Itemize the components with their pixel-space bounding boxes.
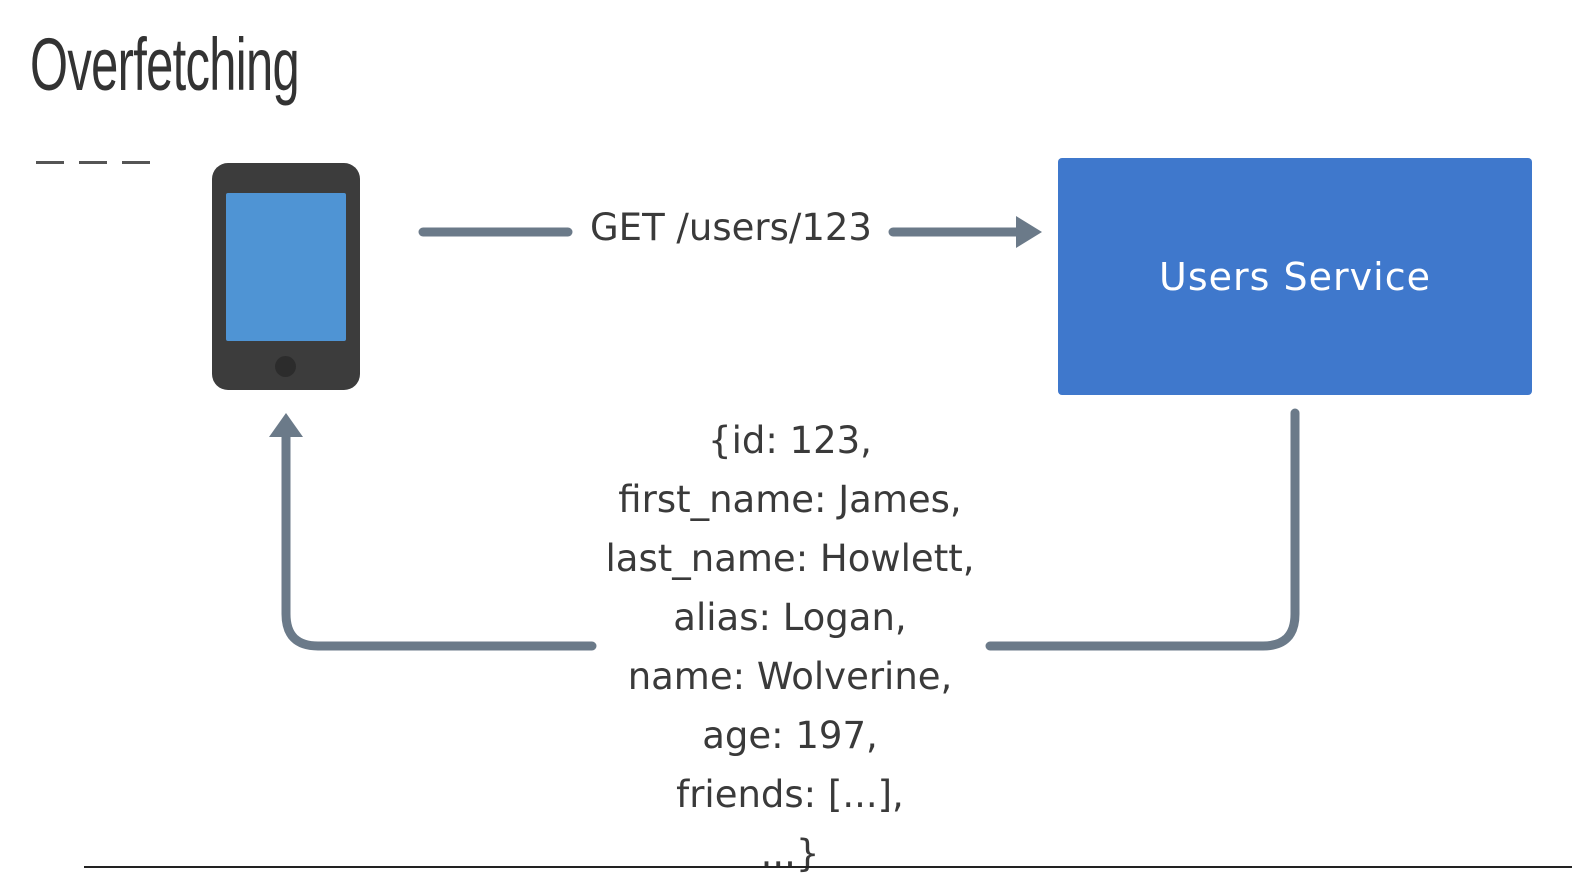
response-arrow-left-segment — [281, 427, 597, 651]
response-line: {id: 123, — [708, 419, 872, 462]
response-line: last_name: Howlett, — [605, 537, 975, 580]
response-payload: {id: 123, first_name: James, last_name: … — [590, 415, 990, 887]
response-line: friends: [...], — [676, 773, 904, 816]
response-line: age: 197, — [702, 714, 878, 757]
phone-home-button — [275, 356, 296, 377]
response-line: first_name: James, — [618, 478, 962, 521]
response-arrow-right-segment — [985, 408, 1300, 651]
title-underline — [36, 161, 150, 164]
slide-title: Overfetching — [30, 23, 300, 106]
response-line: name: Wolverine, — [627, 655, 953, 698]
request-arrowhead-icon — [1016, 216, 1042, 248]
response-line: alias: Logan, — [673, 596, 907, 639]
mobile-phone-icon — [212, 163, 360, 390]
users-service-box: Users Service — [1058, 158, 1532, 395]
bottom-rule — [84, 866, 1572, 868]
response-line: ...} — [760, 832, 820, 875]
users-service-label: Users Service — [1159, 254, 1431, 299]
request-label: GET /users/123 — [590, 206, 872, 249]
phone-screen — [226, 193, 346, 341]
response-arrowhead-icon — [269, 413, 303, 437]
